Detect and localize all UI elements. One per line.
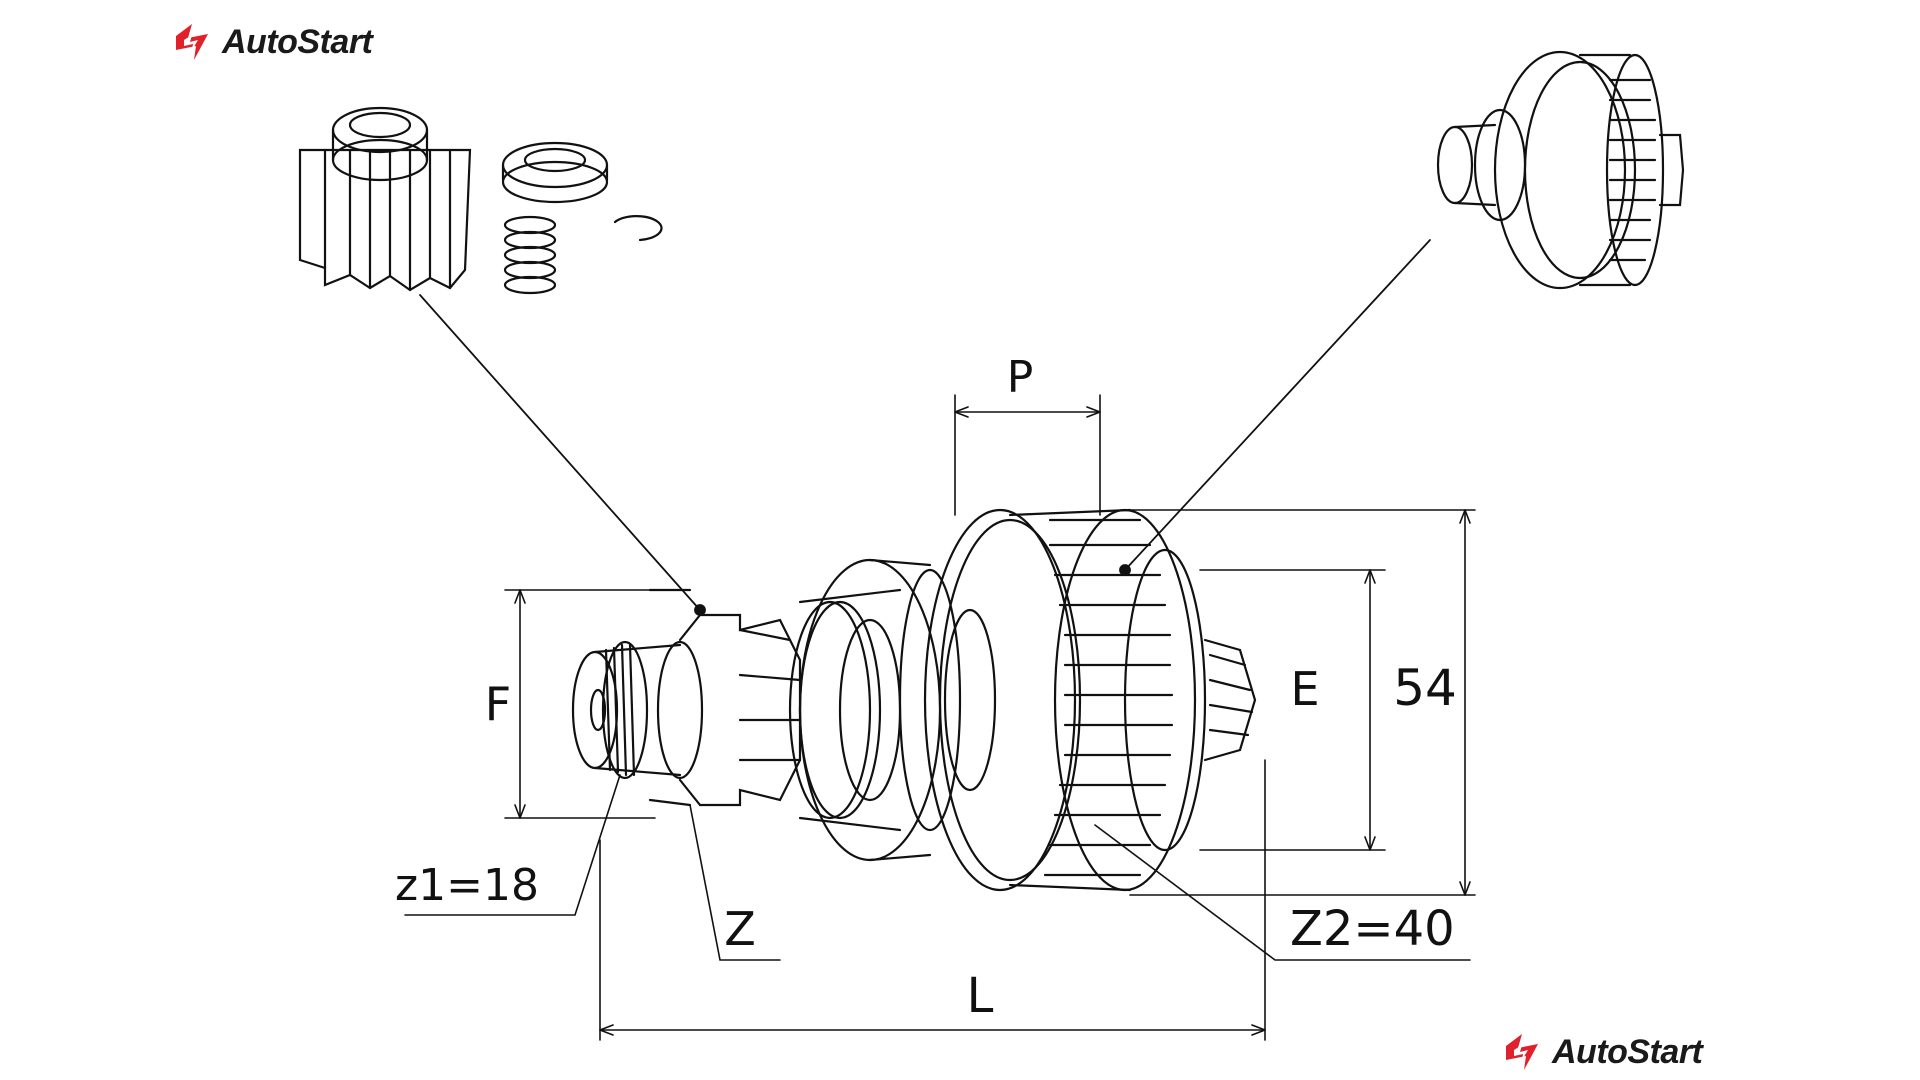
autostart-logo-text: AutoStart [222,22,373,61]
autostart-logo-icon [176,24,208,60]
tooth-count-z1: z1=18 [395,860,539,911]
dimension-lines [404,394,1476,1041]
drive-assembly [571,508,1257,892]
dimension-label-e: E [1290,662,1319,716]
leader-lines [419,239,1431,616]
dimension-label-f: F [485,677,511,731]
dimension-label-54: 54 [1393,659,1457,717]
dimension-label-p: P [1007,352,1034,403]
tooth-count-z2: Z2=40 [1290,901,1455,957]
autostart-logo-text: AutoStart [1552,1032,1703,1071]
dimension-label-l: L [967,968,994,1024]
autostart-logo-bottom: AutoStart [1500,1030,1703,1074]
dimension-label-z: Z [724,902,756,956]
autostart-logo-icon [1506,1034,1538,1070]
ring-gear-inset [1436,50,1685,290]
autostart-logo-top: AutoStart [170,20,373,64]
pinion-gear-inset [298,106,663,295]
